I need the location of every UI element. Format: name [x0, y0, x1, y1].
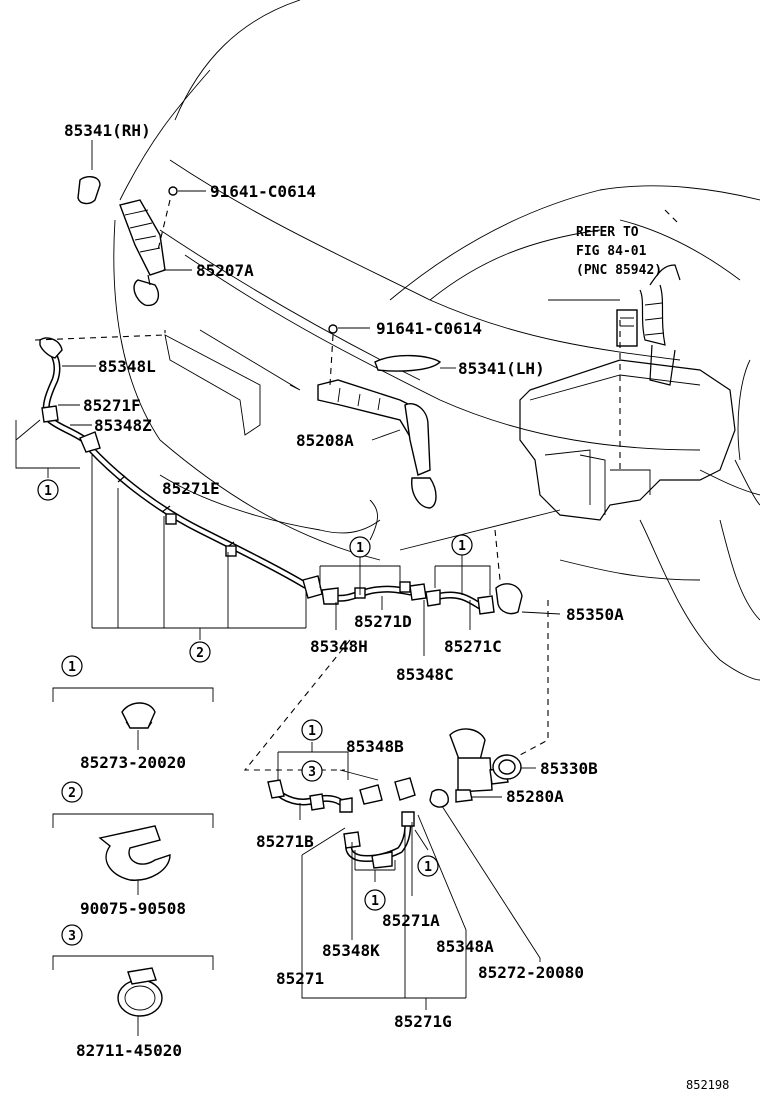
- legend-1-part-number: 85273-20020: [80, 753, 186, 772]
- callout-1: 1: [308, 724, 316, 739]
- label-85348k: 85348K: [322, 941, 380, 960]
- label-refer-pnc: (PNC 85942): [576, 263, 662, 278]
- label-85271b: 85271B: [256, 832, 314, 851]
- label-85271d: 85271D: [354, 612, 412, 631]
- washer-tank: [519, 209, 736, 521]
- cleaner-rh-assembly: [77, 176, 178, 307]
- callout-2: 2: [196, 646, 204, 661]
- label-85271e: 85271E: [162, 479, 220, 498]
- figure-number: 852198: [686, 1078, 729, 1092]
- label-85348b: 85348B: [346, 737, 404, 756]
- cleaner-lh-assembly: [317, 324, 442, 509]
- label-85341-rh: 85341(RH): [64, 121, 151, 140]
- callout-1: 1: [371, 894, 379, 909]
- callout-1: 1: [356, 541, 364, 556]
- label-85348z: 85348Z: [94, 416, 152, 435]
- label-85271a: 85271A: [382, 911, 440, 930]
- label-85280a: 85280A: [506, 787, 564, 806]
- label-85271: 85271: [276, 969, 324, 988]
- label-85208a: 85208A: [296, 431, 354, 450]
- pump-detail: [267, 728, 522, 869]
- legend-callout-1: 1: [68, 660, 76, 675]
- legend-box-3: [52, 955, 214, 1036]
- label-85348c: 85348C: [396, 665, 454, 684]
- label-85271g: 85271G: [394, 1012, 452, 1031]
- legend-2-part-number: 90075-90508: [80, 899, 186, 918]
- label-85350a: 85350A: [566, 605, 624, 624]
- label-85348a: 85348A: [436, 937, 494, 956]
- part-labels: 85341(RH) 91641-C0614 85207A 91641-C0614…: [64, 121, 729, 1092]
- label-85330b: 85330B: [540, 759, 598, 778]
- callout-1: 1: [458, 539, 466, 554]
- vehicle-body-outline: [113, 0, 760, 681]
- callout-1: 1: [424, 860, 432, 875]
- label-refer-fig: FIG 84-01: [576, 244, 647, 259]
- label-91641-lower: 91641-C0614: [376, 319, 482, 338]
- leader-lines: [15, 140, 620, 1010]
- legend-callout-3: 3: [68, 929, 76, 944]
- legend-box-2: [52, 813, 214, 895]
- callout-circles: 1 2 1 1 1 2 3 1 3 1 1: [37, 479, 473, 946]
- label-85272-20080: 85272-20080: [478, 963, 584, 982]
- legend-box-1: [52, 687, 214, 750]
- label-85348l: 85348L: [98, 357, 156, 376]
- label-refer-to: REFER TO: [576, 225, 639, 240]
- label-85271f: 85271F: [83, 396, 141, 415]
- label-85207a: 85207A: [196, 261, 254, 280]
- label-85341-lh: 85341(LH): [458, 359, 545, 378]
- label-91641-upper: 91641-C0614: [210, 182, 316, 201]
- callout-1: 1: [44, 484, 52, 499]
- legend-3-part-number: 82711-45020: [76, 1041, 182, 1060]
- legend-callout-2: 2: [68, 786, 76, 801]
- label-85271c: 85271C: [444, 637, 502, 656]
- label-85348h: 85348H: [310, 637, 368, 656]
- callout-3: 3: [308, 765, 316, 780]
- hose-main-run: [39, 337, 523, 615]
